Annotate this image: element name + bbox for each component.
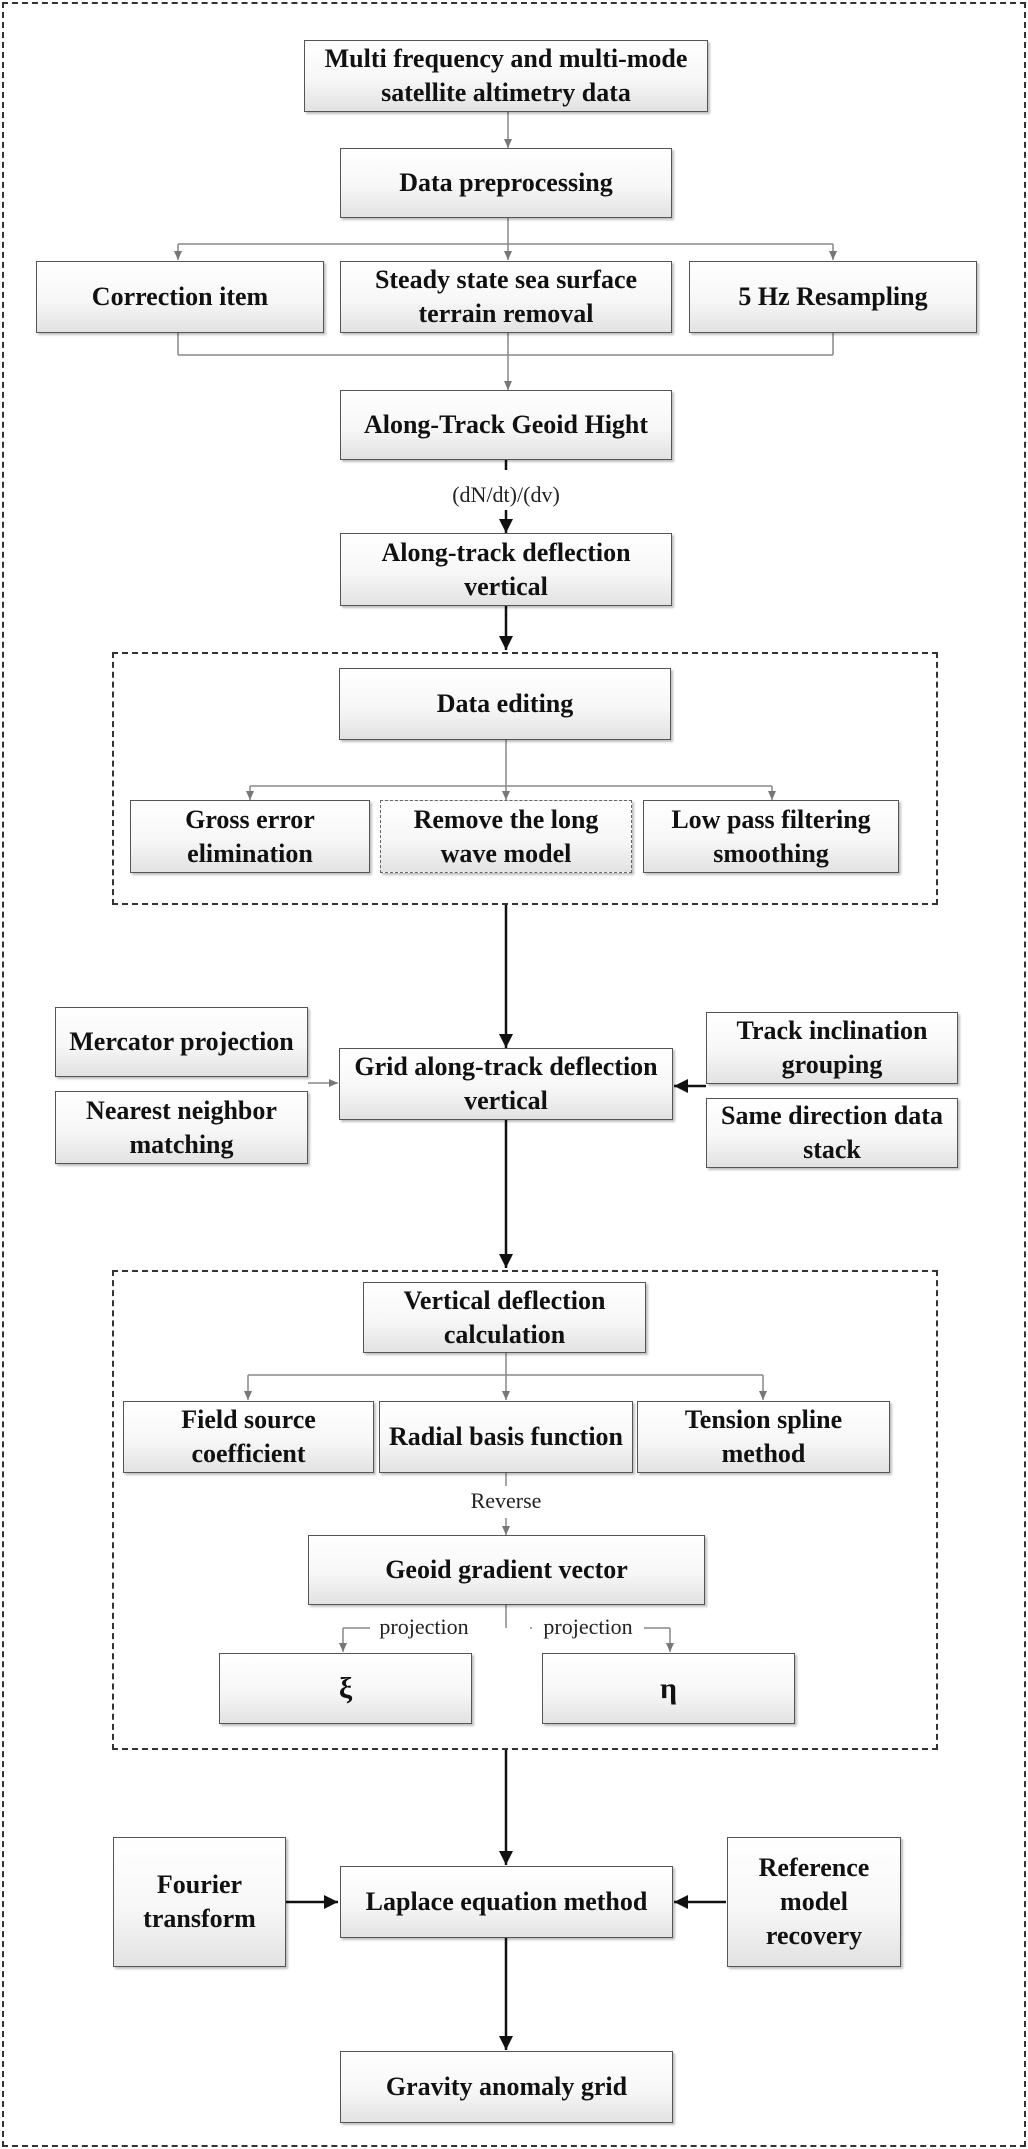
- data-editing-label: Data editing: [436, 689, 574, 718]
- tension-spline-box: Tension spline method: [637, 1401, 890, 1473]
- mercator-box: Mercator projection: [55, 1007, 308, 1077]
- vertical-deflection-calc-box: Vertical deflection calculation: [363, 1282, 646, 1353]
- gravity-grid-label: Gravity anomaly grid: [385, 2072, 628, 2101]
- correction-item-box: Correction item: [36, 261, 324, 333]
- track-inclination-label: Track inclination grouping: [736, 1016, 928, 1079]
- reverse-label: Reverse: [470, 1488, 542, 1513]
- gross-error-label: Gross error elimination: [185, 804, 315, 868]
- eta-box: η: [542, 1653, 795, 1724]
- correction-item-label: Correction item: [91, 282, 269, 311]
- steady-state-label: Steady state sea surface terrain removal: [374, 265, 638, 328]
- grid-deflection-label: Grid along-track deflection vertical: [354, 1052, 658, 1115]
- altimetry-data-label: Multi frequency and multi-mode satellite…: [324, 44, 688, 107]
- projection-left-label: projection: [379, 1614, 469, 1639]
- data-editing-box: Data editing: [339, 668, 671, 740]
- reference-model-label: Reference model recovery: [758, 1853, 870, 1950]
- gross-error-box: Gross error elimination: [130, 800, 370, 873]
- vertical-deflection-calc-label: Vertical deflection calculation: [403, 1285, 606, 1349]
- remove-long-wave-label: Remove the long wave model: [413, 804, 599, 868]
- derivative-label: (dN/dt)/(dv): [452, 482, 560, 507]
- projection-right-label: projection: [543, 1614, 633, 1639]
- nearest-neighbor-box: Nearest neighbor matching: [55, 1091, 308, 1164]
- field-source-box: Field source coefficient: [123, 1401, 374, 1473]
- gravity-grid-box: Gravity anomaly grid: [340, 2051, 673, 2123]
- eta-label: η: [659, 1671, 678, 1705]
- steady-state-box: Steady state sea surface terrain removal: [340, 261, 672, 333]
- remove-long-wave-box: Remove the long wave model: [380, 800, 632, 873]
- laplace-label: Laplace equation method: [365, 1887, 648, 1916]
- grid-deflection-box: Grid along-track deflection vertical: [339, 1048, 673, 1120]
- data-editing-group: [112, 652, 938, 905]
- geoid-gradient-label: Geoid gradient vector: [385, 1555, 628, 1584]
- track-inclination-box: Track inclination grouping: [706, 1012, 958, 1084]
- along-track-deflection-box: Along-track deflection vertical: [340, 533, 672, 606]
- data-preprocessing-box: Data preprocessing: [340, 148, 672, 218]
- along-track-geoid-box: Along-Track Geoid Hight: [340, 390, 672, 460]
- altimetry-data-box: Multi frequency and multi-mode satellite…: [304, 40, 708, 112]
- same-direction-box: Same direction data stack: [706, 1098, 958, 1168]
- low-pass-label: Low pass filtering smoothing: [671, 804, 871, 868]
- low-pass-box: Low pass filtering smoothing: [643, 800, 899, 873]
- mercator-label: Mercator projection: [69, 1027, 294, 1056]
- data-preprocessing-label: Data preprocessing: [399, 168, 613, 197]
- vertical-deflection-group: [112, 1270, 938, 1750]
- xi-label: ξ: [338, 1671, 353, 1705]
- nearest-neighbor-label: Nearest neighbor matching: [86, 1095, 277, 1159]
- radial-basis-label: Radial basis function: [388, 1422, 624, 1451]
- resampling-box: 5 Hz Resampling: [689, 261, 977, 333]
- reference-model-box: Reference model recovery: [727, 1837, 901, 1967]
- tension-spline-label: Tension spline method: [684, 1405, 843, 1468]
- radial-basis-box: Radial basis function: [379, 1401, 633, 1473]
- xi-box: ξ: [219, 1653, 472, 1724]
- same-direction-label: Same direction data stack: [721, 1101, 943, 1164]
- along-track-geoid-label: Along-Track Geoid Hight: [363, 410, 649, 439]
- fourier-box: Fourier transform: [113, 1837, 286, 1967]
- geoid-gradient-box: Geoid gradient vector: [308, 1535, 705, 1605]
- along-track-deflection-label: Along-track deflection vertical: [381, 537, 631, 601]
- laplace-box: Laplace equation method: [340, 1866, 673, 1938]
- field-source-label: Field source coefficient: [181, 1405, 316, 1468]
- resampling-label: 5 Hz Resampling: [738, 282, 928, 311]
- fourier-label: Fourier transform: [143, 1870, 256, 1933]
